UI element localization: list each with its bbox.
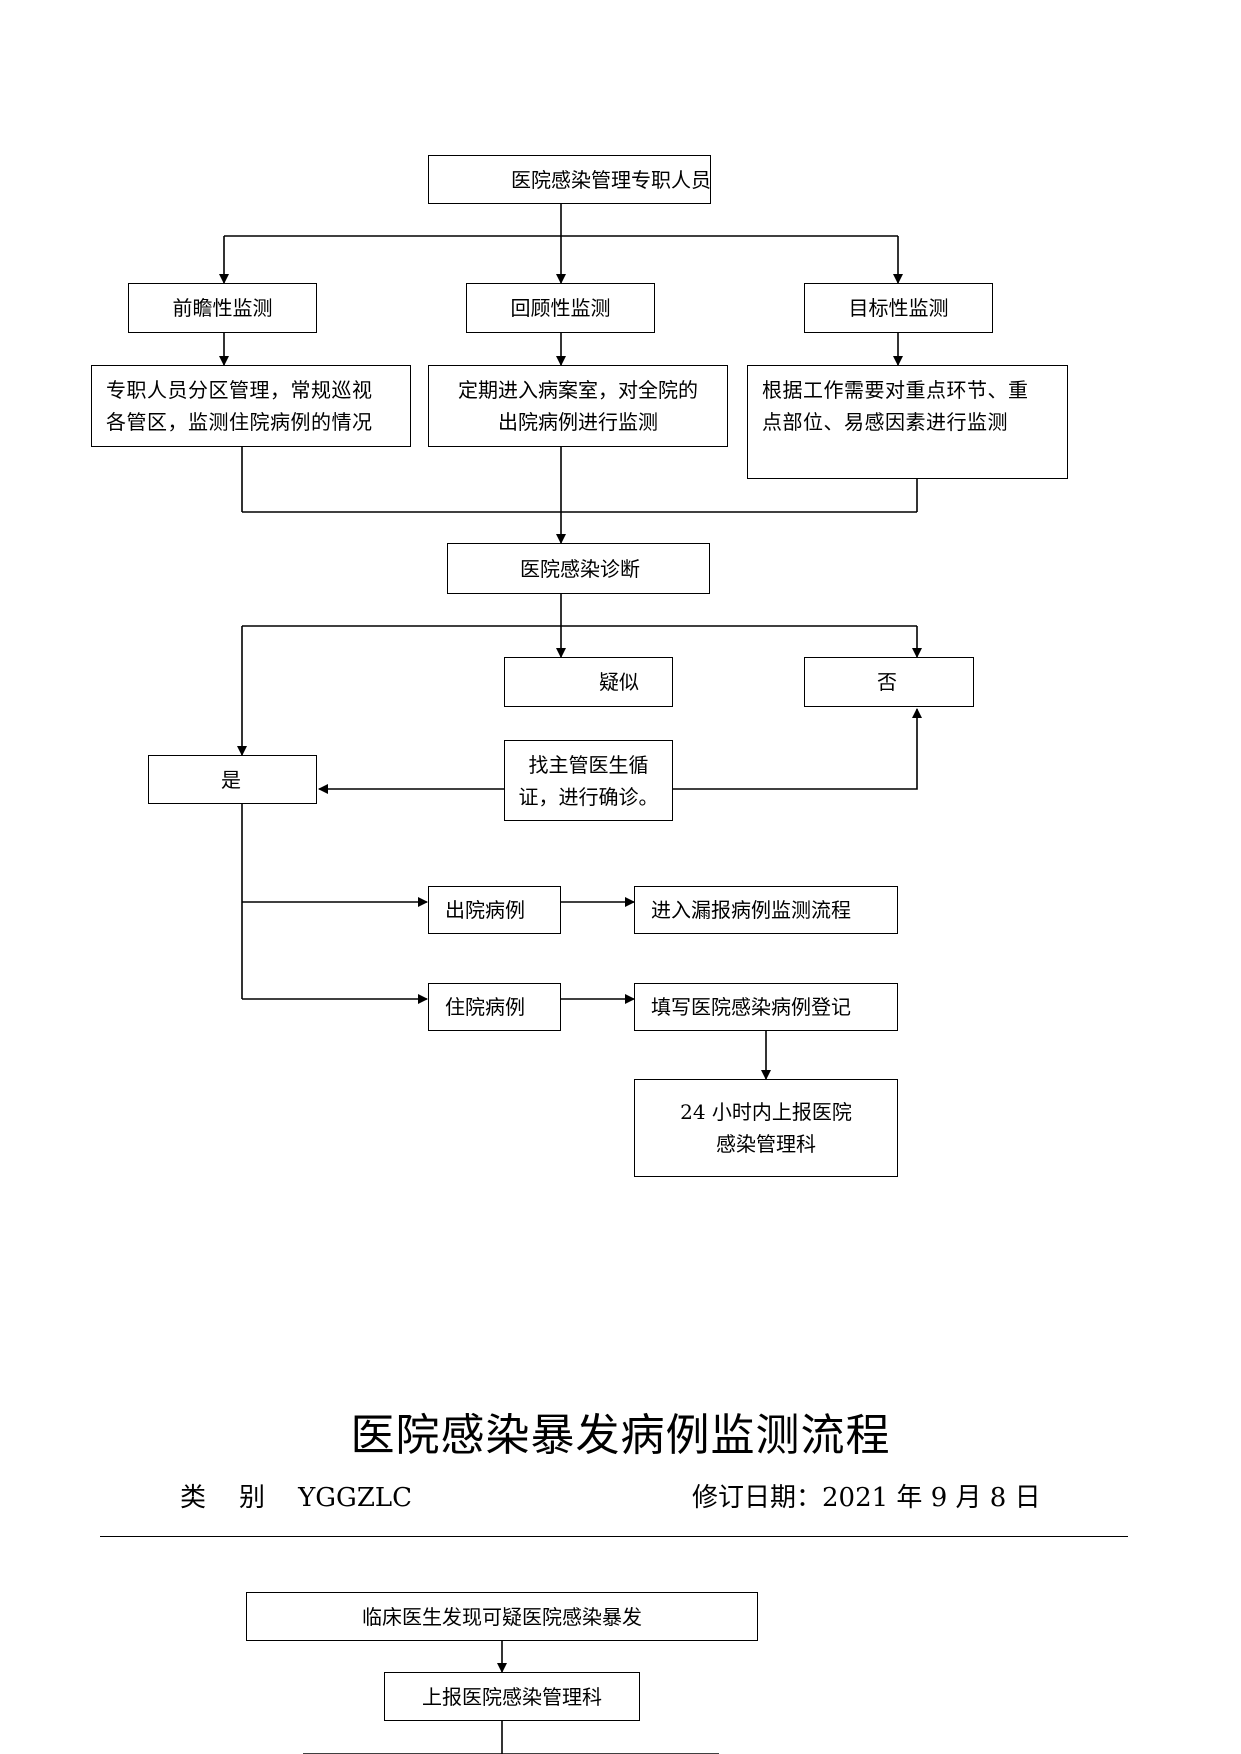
node-no: 否 xyxy=(804,657,974,707)
node-targeted-monitoring: 目标性监测 xyxy=(804,283,993,333)
node-report-within-24h: 24 小时内上报医院 感染管理科 xyxy=(634,1079,898,1177)
node-missed-report-process: 进入漏报病例监测流程 xyxy=(634,886,898,934)
retrospective-detail-line-1: 定期进入病案室，对全院的 xyxy=(458,378,698,402)
node-prospective-monitoring: 前瞻性监测 xyxy=(128,283,317,333)
retrospective-detail-line-2: 出院病例进行监测 xyxy=(498,410,658,434)
node-yes-label: 是 xyxy=(221,767,241,792)
node-discharged-cases: 出院病例 xyxy=(428,886,561,934)
targeted-detail-line-1: 根据工作需要对重点环节、重 xyxy=(762,378,1029,402)
node-infection-control-staff: 医院感染管理专职人员 xyxy=(428,155,711,204)
node-discharged-cases-label: 出院病例 xyxy=(445,898,525,922)
document-category: 类 别 YGGZLC xyxy=(180,1483,413,1513)
node-fill-infection-register-label: 填写医院感染病例登记 xyxy=(651,995,851,1019)
node-no-label: 否 xyxy=(877,670,897,694)
node-inpatient-cases: 住院病例 xyxy=(428,983,561,1031)
node-report-to-infection-dept: 上报医院感染管理科 xyxy=(384,1672,640,1721)
node-yes: 是 xyxy=(148,755,317,804)
node-retrospective-monitoring: 回顾性监测 xyxy=(466,283,655,333)
node-infection-diagnosis: 医院感染诊断 xyxy=(447,543,710,594)
node-prospective-detail: 专职人员分区管理，常规巡视 各管区，监测住院病例的情况 xyxy=(91,365,411,447)
node-missed-report-process-label: 进入漏报病例监测流程 xyxy=(651,898,851,922)
targeted-detail-line-2: 点部位、易感因素进行监测 xyxy=(762,410,1008,434)
arrow-confirm-to-no xyxy=(673,708,922,790)
node-inpatient-cases-label: 住院病例 xyxy=(445,995,525,1019)
node-report-to-infection-dept-label: 上报医院感染管理科 xyxy=(422,1684,602,1709)
revision-date: 修订日期：2021 年 9 月 8 日 xyxy=(692,1483,1041,1513)
page-title: 医院感染暴发病例监测流程 xyxy=(350,1410,891,1462)
confirm-line-2: 证，进行确诊。 xyxy=(518,784,659,809)
node-fill-infection-register: 填写医院感染病例登记 xyxy=(634,983,898,1031)
node-suspected: 疑似 xyxy=(504,657,673,707)
node-infection-diagnosis-label: 医院感染诊断 xyxy=(520,556,640,581)
report-line-2: 感染管理科 xyxy=(716,1132,816,1156)
node-infection-control-staff-label: 医院感染管理专职人员 xyxy=(511,167,711,192)
node-retrospective-detail: 定期进入病案室，对全院的 出院病例进行监测 xyxy=(428,365,728,447)
node-confirm-with-doctor: 找主管医生循 证，进行确诊。 xyxy=(504,740,673,821)
report-line-1: 24 小时内上报医院 xyxy=(680,1100,852,1124)
node-clinician-suspects-outbreak-label: 临床医生发现可疑医院感染暴发 xyxy=(362,1604,642,1629)
prospective-detail-line-1: 专职人员分区管理，常规巡视 xyxy=(106,378,373,402)
node-targeted-monitoring-label: 目标性监测 xyxy=(848,296,949,320)
prospective-detail-line-2: 各管区，监测住院病例的情况 xyxy=(106,410,373,434)
node-suspected-label: 疑似 xyxy=(599,670,639,694)
node-retrospective-monitoring-label: 回顾性监测 xyxy=(510,296,611,320)
confirm-line-1: 找主管医生循 xyxy=(528,752,649,777)
node-prospective-monitoring-label: 前瞻性监测 xyxy=(172,296,273,320)
node-clinician-suspects-outbreak: 临床医生发现可疑医院感染暴发 xyxy=(246,1592,758,1641)
node-targeted-detail: 根据工作需要对重点环节、重 点部位、易感因素进行监测 xyxy=(747,365,1068,479)
header-divider xyxy=(100,1536,1128,1537)
